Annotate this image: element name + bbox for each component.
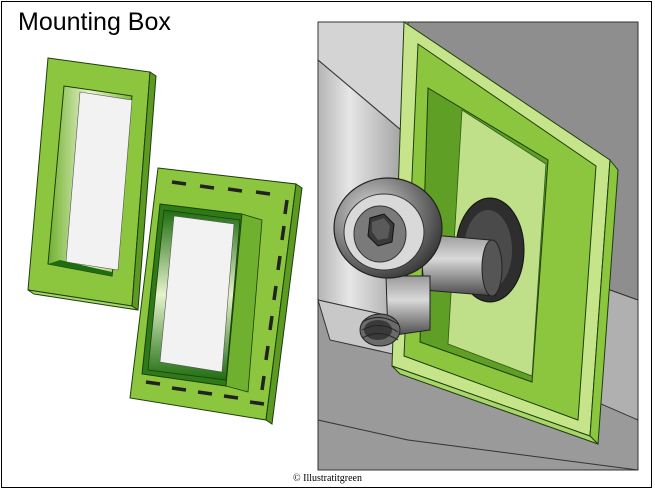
- wall-installation-scene: [316, 20, 640, 471]
- gasket-frame-icon: [27, 57, 157, 311]
- hose-bib-valve-icon: [333, 177, 503, 347]
- copyright-credit: © Illustratitgreen: [293, 473, 362, 484]
- mounting-plate-icon: [129, 167, 303, 425]
- diagram-title: Mounting Box: [18, 8, 171, 36]
